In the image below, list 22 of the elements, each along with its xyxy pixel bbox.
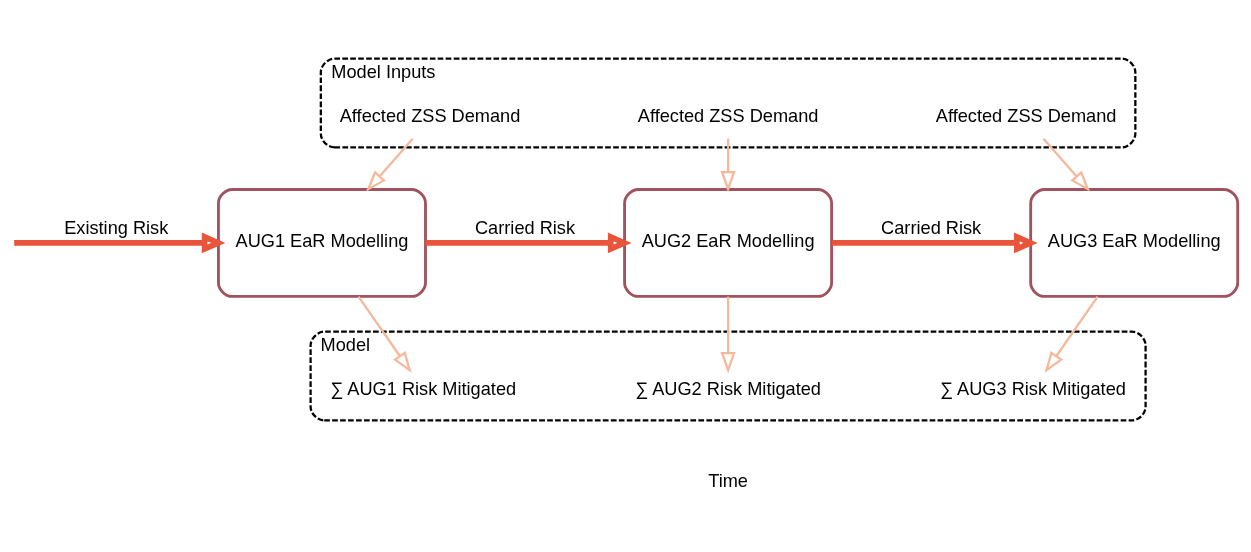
edge-label: Carried Risk: [881, 217, 982, 238]
node-text: Affected ZSS Demand: [339, 105, 521, 126]
arrow: [1044, 295, 1099, 373]
edge-label: Existing Risk: [64, 217, 169, 238]
arrow: [720, 296, 736, 374]
arrow: [425, 232, 632, 253]
arrow: [720, 138, 736, 193]
arrow: [365, 137, 414, 192]
arrow: [14, 232, 226, 253]
node-text: ∑ AUG1 Risk Mitigated: [330, 378, 517, 399]
node-text: ∑ AUG2 Risk Mitigated: [635, 378, 821, 399]
node-text: Affected ZSS Demand: [637, 105, 819, 126]
node-box: AUG2 EaR Modelling: [623, 187, 834, 298]
arrow: [1042, 137, 1091, 192]
arrow: [357, 295, 412, 373]
node-text: Affected ZSS Demand: [935, 105, 1117, 126]
node-box: AUG3 EaR Modelling: [1029, 187, 1240, 298]
label: Time: [708, 470, 748, 491]
arrow: [831, 232, 1038, 253]
edge-label: Carried Risk: [475, 217, 576, 238]
node-box: AUG1 EaR Modelling: [217, 187, 427, 298]
node-text: ∑ AUG3 Risk Mitigated: [940, 378, 1126, 399]
